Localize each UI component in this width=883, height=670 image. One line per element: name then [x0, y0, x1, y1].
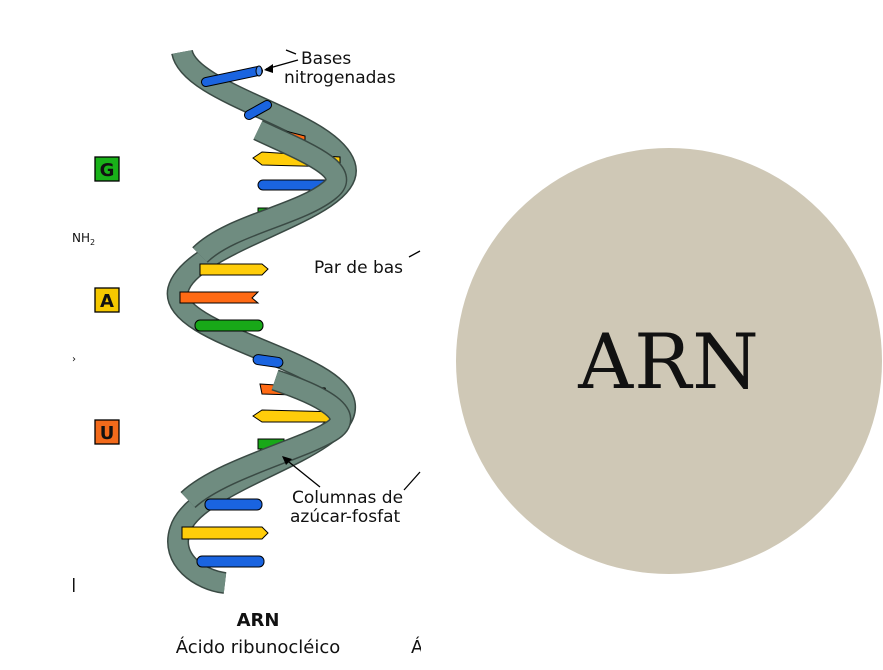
legend-a: A [94, 287, 120, 313]
caption-fragment: Á [411, 636, 424, 658]
caption-subtitle: Ácido ribunocléico [176, 636, 341, 658]
base-blue-4 [252, 354, 284, 368]
edge-mark-2 [73, 578, 75, 592]
slide-title: ARN [578, 316, 760, 406]
label-columns-2: azúcar-fosfat [290, 507, 401, 527]
legend-letter-u: U [100, 423, 115, 444]
base-blue-6 [196, 555, 265, 568]
label-bases-2: nitrogenadas [284, 68, 396, 88]
legend-letter-a: A [100, 291, 114, 312]
label-pair: Par de bas [314, 258, 403, 278]
edge-mark-1: › [72, 354, 76, 365]
base-blue-2 [244, 100, 272, 120]
base-green-2 [194, 319, 264, 332]
title-circle [456, 148, 882, 574]
legend-letter-g: G [100, 160, 115, 181]
label-bases: Bases [301, 49, 351, 69]
legend-u: U [94, 419, 120, 445]
legend-g: G [94, 156, 120, 182]
base-orange-2 [179, 291, 260, 304]
base-blue-5 [204, 498, 263, 511]
base-blue-1 [201, 65, 263, 87]
nh2-label: NH2 [72, 231, 95, 247]
caption-title: ARN [237, 610, 280, 631]
annotation-arrows [264, 49, 421, 491]
base-yellow-2 [199, 263, 269, 276]
label-columns: Columnas de [292, 488, 403, 508]
backbone-strand-front-2-fill [181, 370, 350, 508]
diagram-crop-mask [421, 0, 461, 670]
backbone-strand-front-fill [193, 121, 346, 263]
base-yellow-4 [181, 526, 269, 540]
